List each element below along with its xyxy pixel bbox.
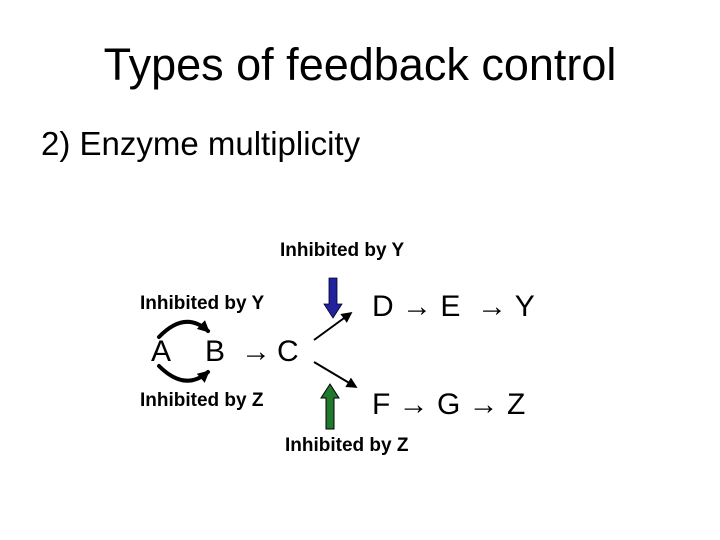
arrow-b-to-c: → — [241, 335, 271, 368]
node-b: B — [205, 335, 226, 368]
label-inhibited-by-z-bottom: Inhibited by Z — [285, 435, 409, 456]
slide-subtitle: 2) Enzyme multiplicity — [41, 125, 361, 162]
label-inhibited-by-y-cycle: Inhibited by Y — [140, 293, 265, 314]
label-inhibited-by-y-top: Inhibited by Y — [280, 240, 405, 261]
node-c: C — [277, 335, 299, 368]
node-a: A — [151, 335, 172, 368]
branch-arrow-c-to-d — [313, 311, 353, 341]
pathway-d-e-y: D → E → Y — [372, 290, 535, 323]
branch-arrow-c-to-f — [313, 361, 358, 388]
inhibit-y-block-arrow — [323, 277, 343, 319]
slide-title: Types of feedback control — [103, 39, 617, 90]
pathway-f-g-z: F → G → Z — [372, 388, 526, 421]
inhibit-z-block-arrow — [320, 383, 340, 430]
label-inhibited-by-z-cycle: Inhibited by Z — [140, 390, 264, 411]
